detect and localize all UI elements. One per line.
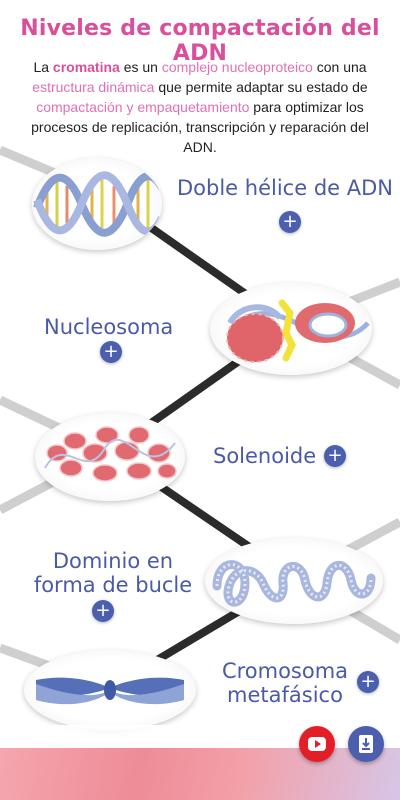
youtube-play-icon	[308, 737, 326, 751]
dna-double-helix-image[interactable]	[32, 158, 162, 250]
nucleosome-image[interactable]	[210, 283, 372, 375]
youtube-button[interactable]	[299, 726, 335, 762]
solenoid-image[interactable]	[35, 413, 185, 501]
level-label-dominio-line1: Dominio en	[52, 549, 174, 573]
highlight-estructura: estructura dinámica	[32, 79, 155, 95]
level-label-solenoide: Solenoide	[213, 444, 317, 468]
metaphase-chromosome-image[interactable]	[24, 650, 196, 730]
intro-paragraph: La cromatina es un complejo nucleoprotei…	[31, 59, 369, 155]
level-label-cromosoma-line1: Cromosoma	[221, 659, 349, 683]
expand-nucleosoma-button[interactable]: +	[100, 341, 122, 363]
loop-domain-image[interactable]	[205, 538, 383, 624]
level-label-nucleosoma: Nucleosoma	[44, 315, 174, 339]
highlight-cromatina: cromatina	[52, 59, 120, 75]
level-label-cromosoma-line2: metafásico	[227, 683, 343, 707]
level-label-doble-helice: Doble hélice de ADN	[177, 176, 393, 200]
level-label-cromosoma: Cromosoma metafásico	[218, 659, 352, 707]
expand-dominio-bucle-button[interactable]: +	[92, 600, 114, 622]
page-title: Niveles de compactación del ADN	[20, 16, 380, 66]
expand-solenoide-button[interactable]: +	[324, 445, 346, 467]
expand-cromosoma-button[interactable]: +	[357, 671, 379, 693]
expand-doble-helice-button[interactable]: +	[279, 211, 301, 233]
level-label-dominio-bucle: Dominio en forma de bucle	[28, 549, 198, 597]
decorative-footer-band	[0, 748, 400, 800]
download-button[interactable]	[348, 726, 384, 762]
highlight-complejo: complejo nucleoproteico	[161, 59, 313, 75]
download-icon	[359, 735, 373, 753]
highlight-compactacion: compactación y empaquetamiento	[36, 99, 250, 115]
level-label-dominio-line2: forma de bucle	[33, 573, 193, 597]
